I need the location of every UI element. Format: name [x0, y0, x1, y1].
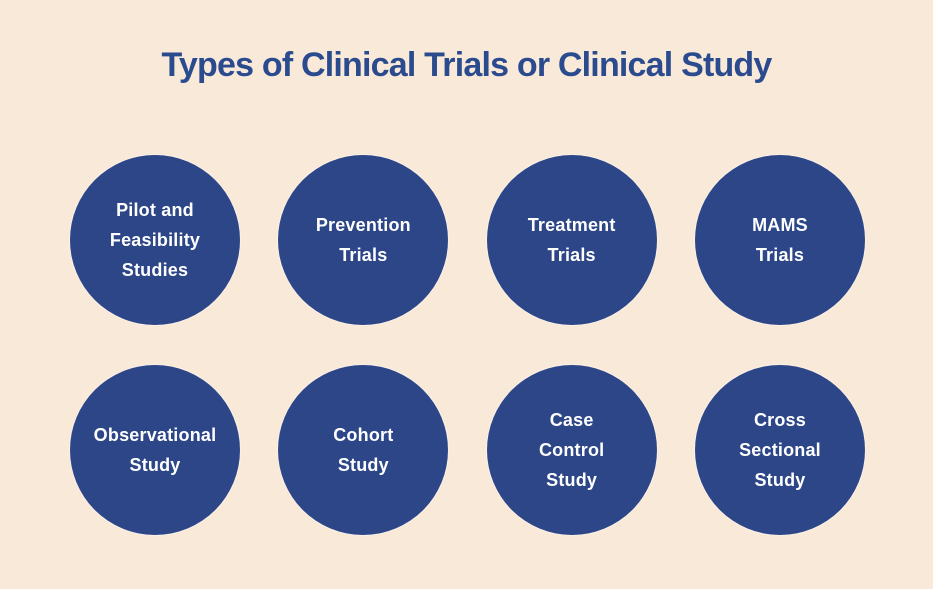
circle-label: Observational Study [93, 425, 217, 475]
circle-label: MAMS Trials [752, 215, 808, 265]
circle-prevention-trials: Prevention Trials [278, 155, 449, 325]
circle-treatment-trials: Treatment Trials [486, 155, 657, 325]
circle-observational-study: Observational Study [70, 365, 240, 535]
circle-label: Pilot and Feasibility Studies [109, 200, 201, 280]
circle-label: Treatment Trials [527, 215, 616, 265]
circle-row-1: Pilot and Feasibility Studies Prevention… [70, 155, 865, 325]
circle-cohort-study: Cohort Study [278, 365, 449, 535]
circle-label: Cohort Study [333, 425, 394, 475]
circle-label: Cross Sectional Study [739, 410, 821, 490]
circle-mams-trials: MAMS Trials [694, 155, 865, 325]
circle-label: Case Control Study [538, 410, 605, 490]
circle-pilot-and-feasibility-studies: Pilot and Feasibility Studies [70, 155, 240, 325]
page-title: Types of Clinical Trials or Clinical Stu… [161, 46, 772, 84]
circle-row-2: Observational Study Cohort Study Case Co… [70, 365, 865, 535]
circle-label: Prevention Trials [315, 215, 411, 265]
circle-cross-sectional-study: Cross Sectional Study [694, 365, 865, 535]
circle-case-control-study: Case Control Study [486, 365, 657, 535]
